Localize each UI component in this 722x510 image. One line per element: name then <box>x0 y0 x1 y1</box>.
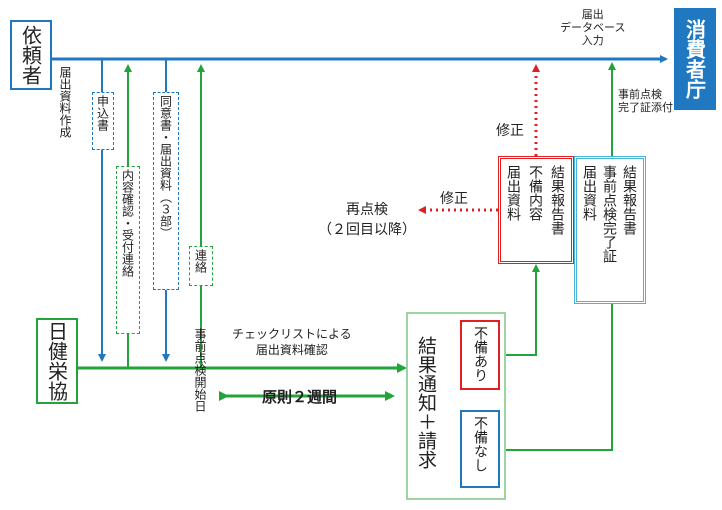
deficient-route <box>506 264 540 356</box>
fix-upper-label: 修正 <box>496 123 524 139</box>
not-deficient-route <box>506 303 613 451</box>
two-weeks-label: 原則２週間 <box>262 388 338 406</box>
application-label: 申込書 <box>92 92 114 150</box>
contact-label: 連絡 <box>189 246 213 286</box>
recheck-label: 再点検 （２回目以降） <box>318 202 416 238</box>
db-input-note: 届出 データベース 入力 <box>560 8 626 47</box>
precheck-start-note: 事前点検開始日 <box>193 328 207 412</box>
not-deficient-box: 不備なし <box>460 410 500 488</box>
deficiency-report-box: 結果報告書 不備内容 届出資料 <box>498 156 574 264</box>
jhnfa-box: 日健栄協 <box>36 318 78 404</box>
checklist-label: チェックリストによる 届出資料確認 <box>232 327 352 357</box>
confirm-contact-label: 内容確認・受付連絡 <box>116 166 140 334</box>
caa-box: 消費者庁 <box>674 8 716 110</box>
fix-side-label: 修正 <box>440 191 468 207</box>
prepare-docs-note: 届出資料作成 <box>58 66 72 138</box>
completion-report-box: 結果報告書 事前点検完了証 届出資料 <box>574 156 646 304</box>
requester-box: 依頼者 <box>10 20 52 90</box>
consent-docs-label: 同意書・届出資料（３部） <box>153 92 179 290</box>
deficient-box: 不備あり <box>460 320 500 390</box>
attach-cert-note: 事前点検 完了証添付 <box>618 88 673 114</box>
result-invoice-box: 結果通知＋請求 <box>406 312 506 500</box>
